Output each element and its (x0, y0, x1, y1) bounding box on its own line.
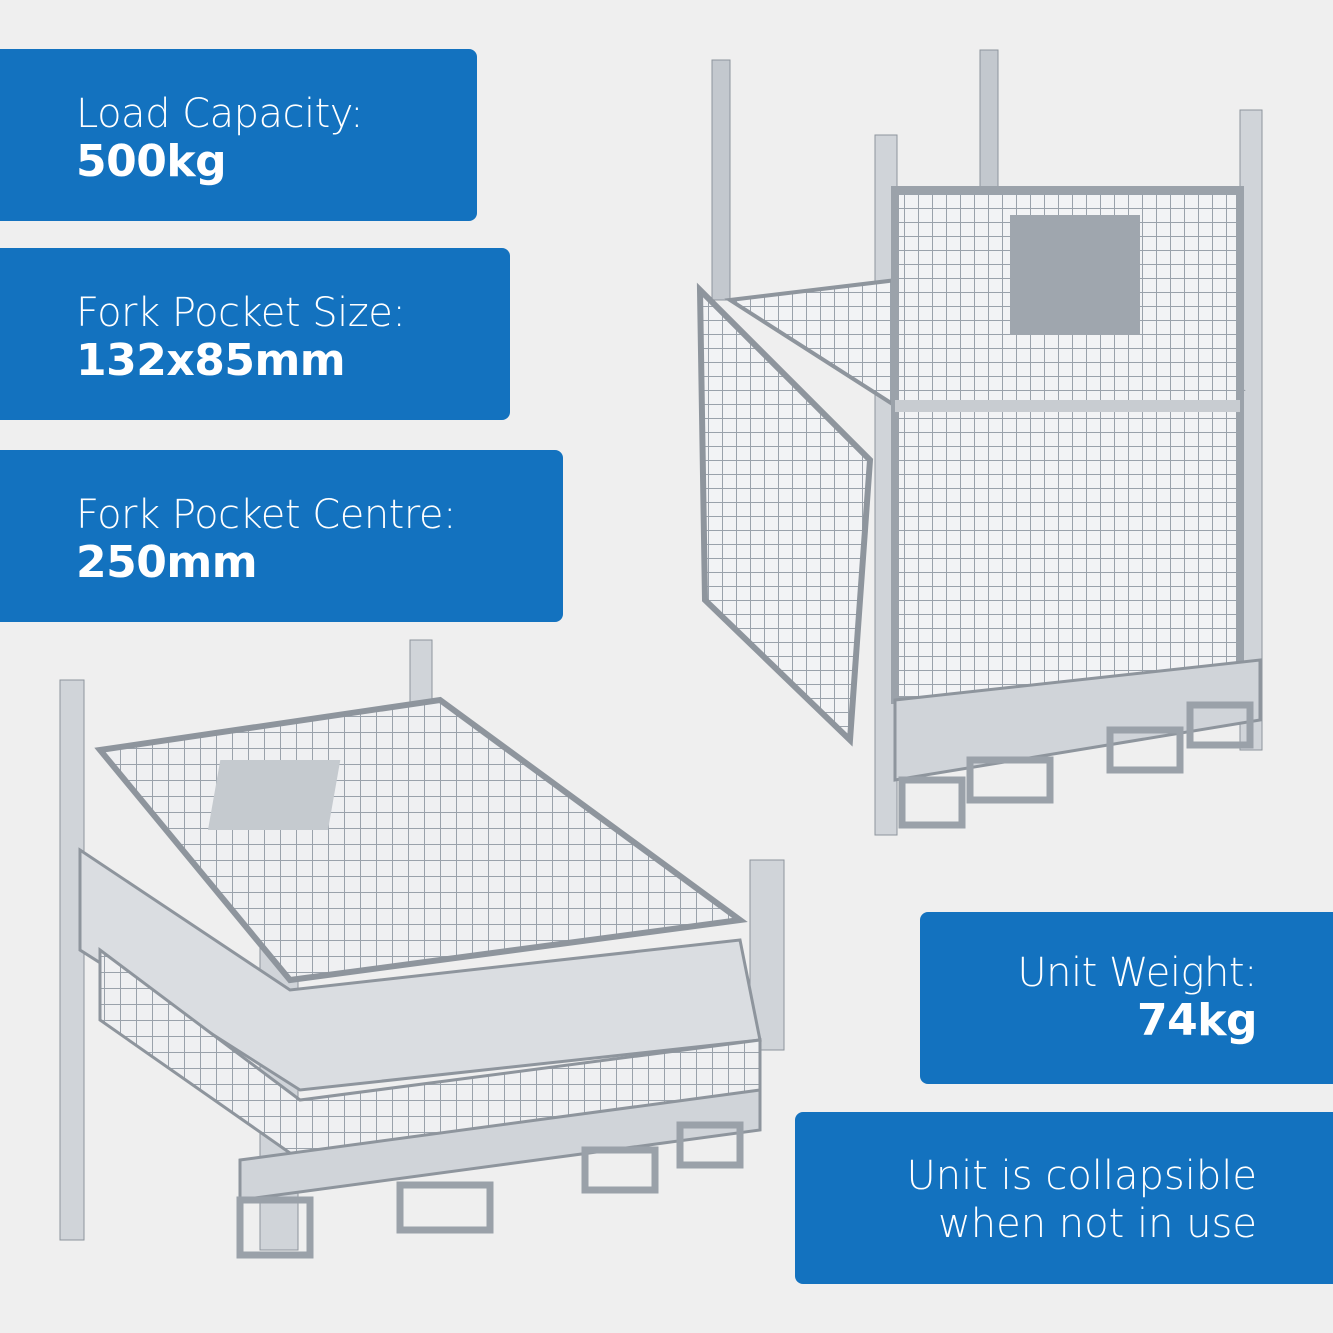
collapsible-note-line2: when not in use (938, 1201, 1257, 1247)
collapsible-note-line1: Unit is collapsible (906, 1153, 1257, 1199)
fork-pocket-size-label: Fork Pocket Size: (76, 290, 406, 336)
folded-cage-image (59, 639, 785, 1259)
unit-weight-label: Unit Weight: (1017, 950, 1257, 996)
unit-weight-value: 74kg (1137, 995, 1258, 1046)
unit-weight-panel: Unit Weight: 74kg (920, 912, 1333, 1084)
fork-pocket-centre-panel: Fork Pocket Centre: 250mm (0, 450, 563, 622)
fork-pocket-size-panel: Fork Pocket Size: 132x85mm (0, 248, 510, 420)
load-capacity-label: Load Capacity: (76, 91, 364, 137)
load-capacity-value: 500kg (76, 136, 227, 187)
load-capacity-panel: Load Capacity: 500kg (0, 49, 477, 221)
fork-pocket-centre-label: Fork Pocket Centre: (76, 492, 457, 538)
fork-pocket-size-value: 132x85mm (76, 335, 346, 386)
collapsible-note-panel: Unit is collapsible when not in use (795, 1112, 1333, 1284)
fork-pocket-centre-value: 250mm (76, 537, 258, 588)
open-cage-image (696, 49, 1263, 836)
